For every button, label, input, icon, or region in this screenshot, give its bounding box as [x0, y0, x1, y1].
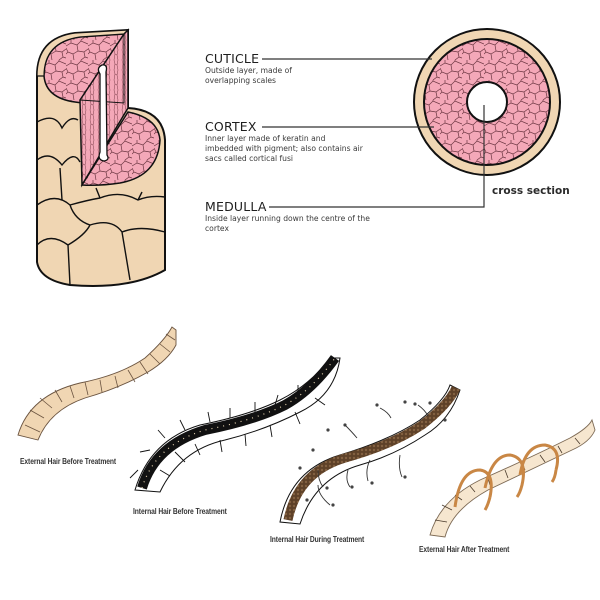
internal-hair-before-icon	[129, 355, 341, 493]
caption-external-after: External Hair After Treatment	[419, 545, 510, 554]
external-hair-after-icon	[429, 418, 596, 538]
medulla-label: MEDULLA Inside layer running down the ce…	[205, 200, 385, 234]
cuticle-description: Outside layer, made of overlapping scale…	[205, 66, 292, 85]
hair-shaft-illustration	[36, 28, 166, 287]
cortex-label: CORTEX Inner layer made of keratin and i…	[205, 120, 365, 164]
external-hair-before-icon	[17, 326, 177, 441]
medulla-title: MEDULLA	[205, 199, 267, 214]
cross-section-illustration	[413, 28, 561, 176]
cortex-description: Inner layer made of keratin and imbedded…	[205, 134, 363, 163]
cross-section-label: cross section	[492, 185, 570, 197]
caption-external-before: External Hair Before Treatment	[20, 457, 117, 466]
caption-internal-during: Internal Hair During Treatment	[270, 535, 365, 544]
medulla-description: Inside layer running down the centre of …	[205, 214, 370, 233]
cortex-title: CORTEX	[205, 119, 257, 134]
caption-internal-before: Internal Hair Before Treatment	[133, 507, 227, 516]
leader-lines	[262, 58, 485, 208]
cuticle-label: CUTICLE Outside layer, made of overlappi…	[205, 52, 325, 86]
internal-hair-during-icon	[279, 384, 461, 525]
cuticle-title: CUTICLE	[205, 51, 260, 66]
